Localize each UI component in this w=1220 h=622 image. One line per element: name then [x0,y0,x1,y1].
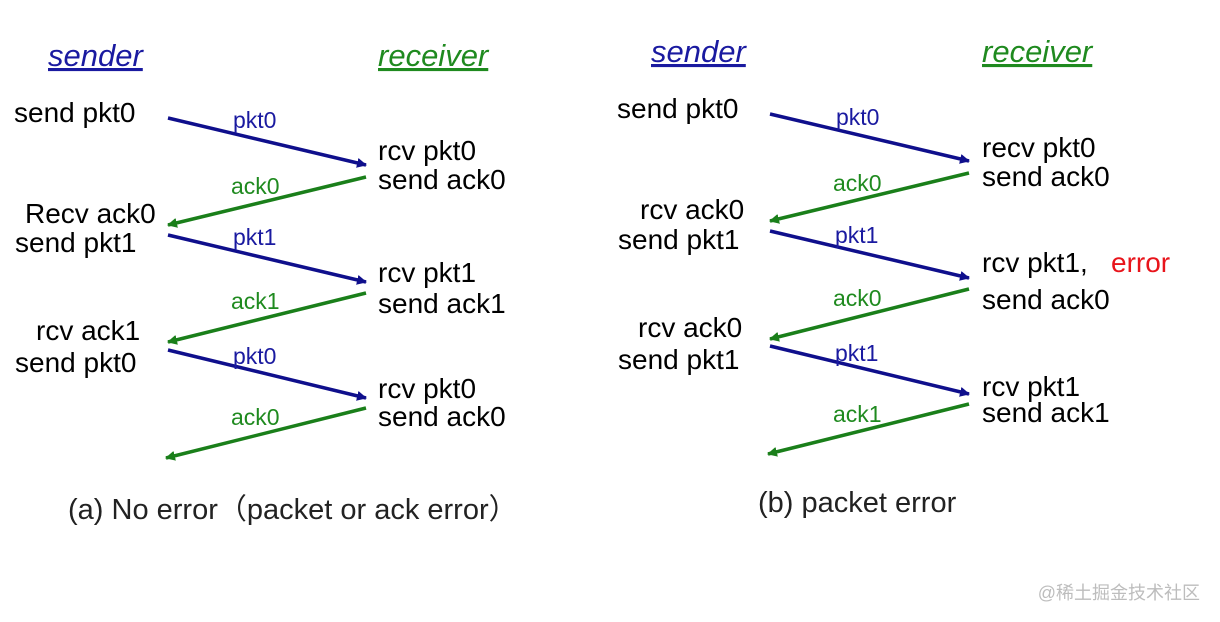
message-label: pkt1 [835,340,878,366]
ack-arrow [165,406,367,461]
message-label: pkt1 [835,222,878,248]
receiver-event: send ack0 [982,161,1110,192]
sender-event: Recv ack0 [25,198,156,229]
receiver-event: recv pkt0 [982,132,1096,163]
sender-event: send pkt0 [14,97,135,128]
message-label: pkt1 [233,224,276,250]
receiver-header: receiver [378,38,490,73]
receiver-event: send ack0 [982,284,1110,315]
sender-event: rcv ack0 [640,194,744,225]
ack-arrow [769,171,970,224]
sender-event: rcv ack1 [36,315,140,346]
receiver-event: send ack1 [982,397,1110,428]
pkt-arrow [769,344,970,397]
sender-header: sender [651,34,747,69]
receiver-event: send ack0 [378,401,506,432]
ack-arrow [167,175,367,228]
receiver-event: rcv pkt1 [982,371,1080,402]
receiver-event: rcv pkt0 [378,373,476,404]
message-label: ack0 [833,285,882,311]
sender-event: send pkt1 [618,224,739,255]
receiver-event: send ack1 [378,288,506,319]
pkt-arrow [167,348,367,401]
caption: (a) No error（packet or ack error） [68,494,518,526]
message-label: ack0 [231,404,280,430]
sender-header: sender [48,38,144,73]
message-label: pkt0 [233,343,276,369]
sender-event: send pkt1 [15,227,136,258]
pkt-arrow [769,112,970,164]
sender-event: rcv ack0 [638,312,742,343]
error-label: error [1111,247,1170,278]
ack-arrow [167,291,367,345]
receiver-event: rcv pkt1, [982,247,1088,278]
message-label: ack1 [833,401,882,427]
sender-event: send pkt1 [618,344,739,375]
receiver-event: rcv pkt0 [378,135,476,166]
sender-event: send pkt0 [617,93,738,124]
ack-arrow [769,287,970,342]
message-label: ack0 [231,173,280,199]
caption: (b) packet error [758,487,957,519]
pkt-arrow [167,116,367,168]
watermark: @稀土掘金技术社区 [1038,583,1200,603]
diagram-a: sender receiver send pkt0 Recv ack0 send… [14,38,518,526]
pkt-arrow [167,233,367,285]
message-label: pkt0 [233,107,276,133]
ack-arrow [767,402,970,457]
message-label: ack1 [231,288,280,314]
receiver-header: receiver [982,34,1094,69]
message-label: ack0 [833,170,882,196]
sender-event: send pkt0 [15,347,136,378]
message-label: pkt0 [836,104,879,130]
receiver-event: send ack0 [378,164,506,195]
pkt-arrow [769,229,970,281]
diagram-b: sender receiver send pkt0 rcv ack0 send … [617,34,1170,519]
receiver-event: rcv pkt1 [378,257,476,288]
